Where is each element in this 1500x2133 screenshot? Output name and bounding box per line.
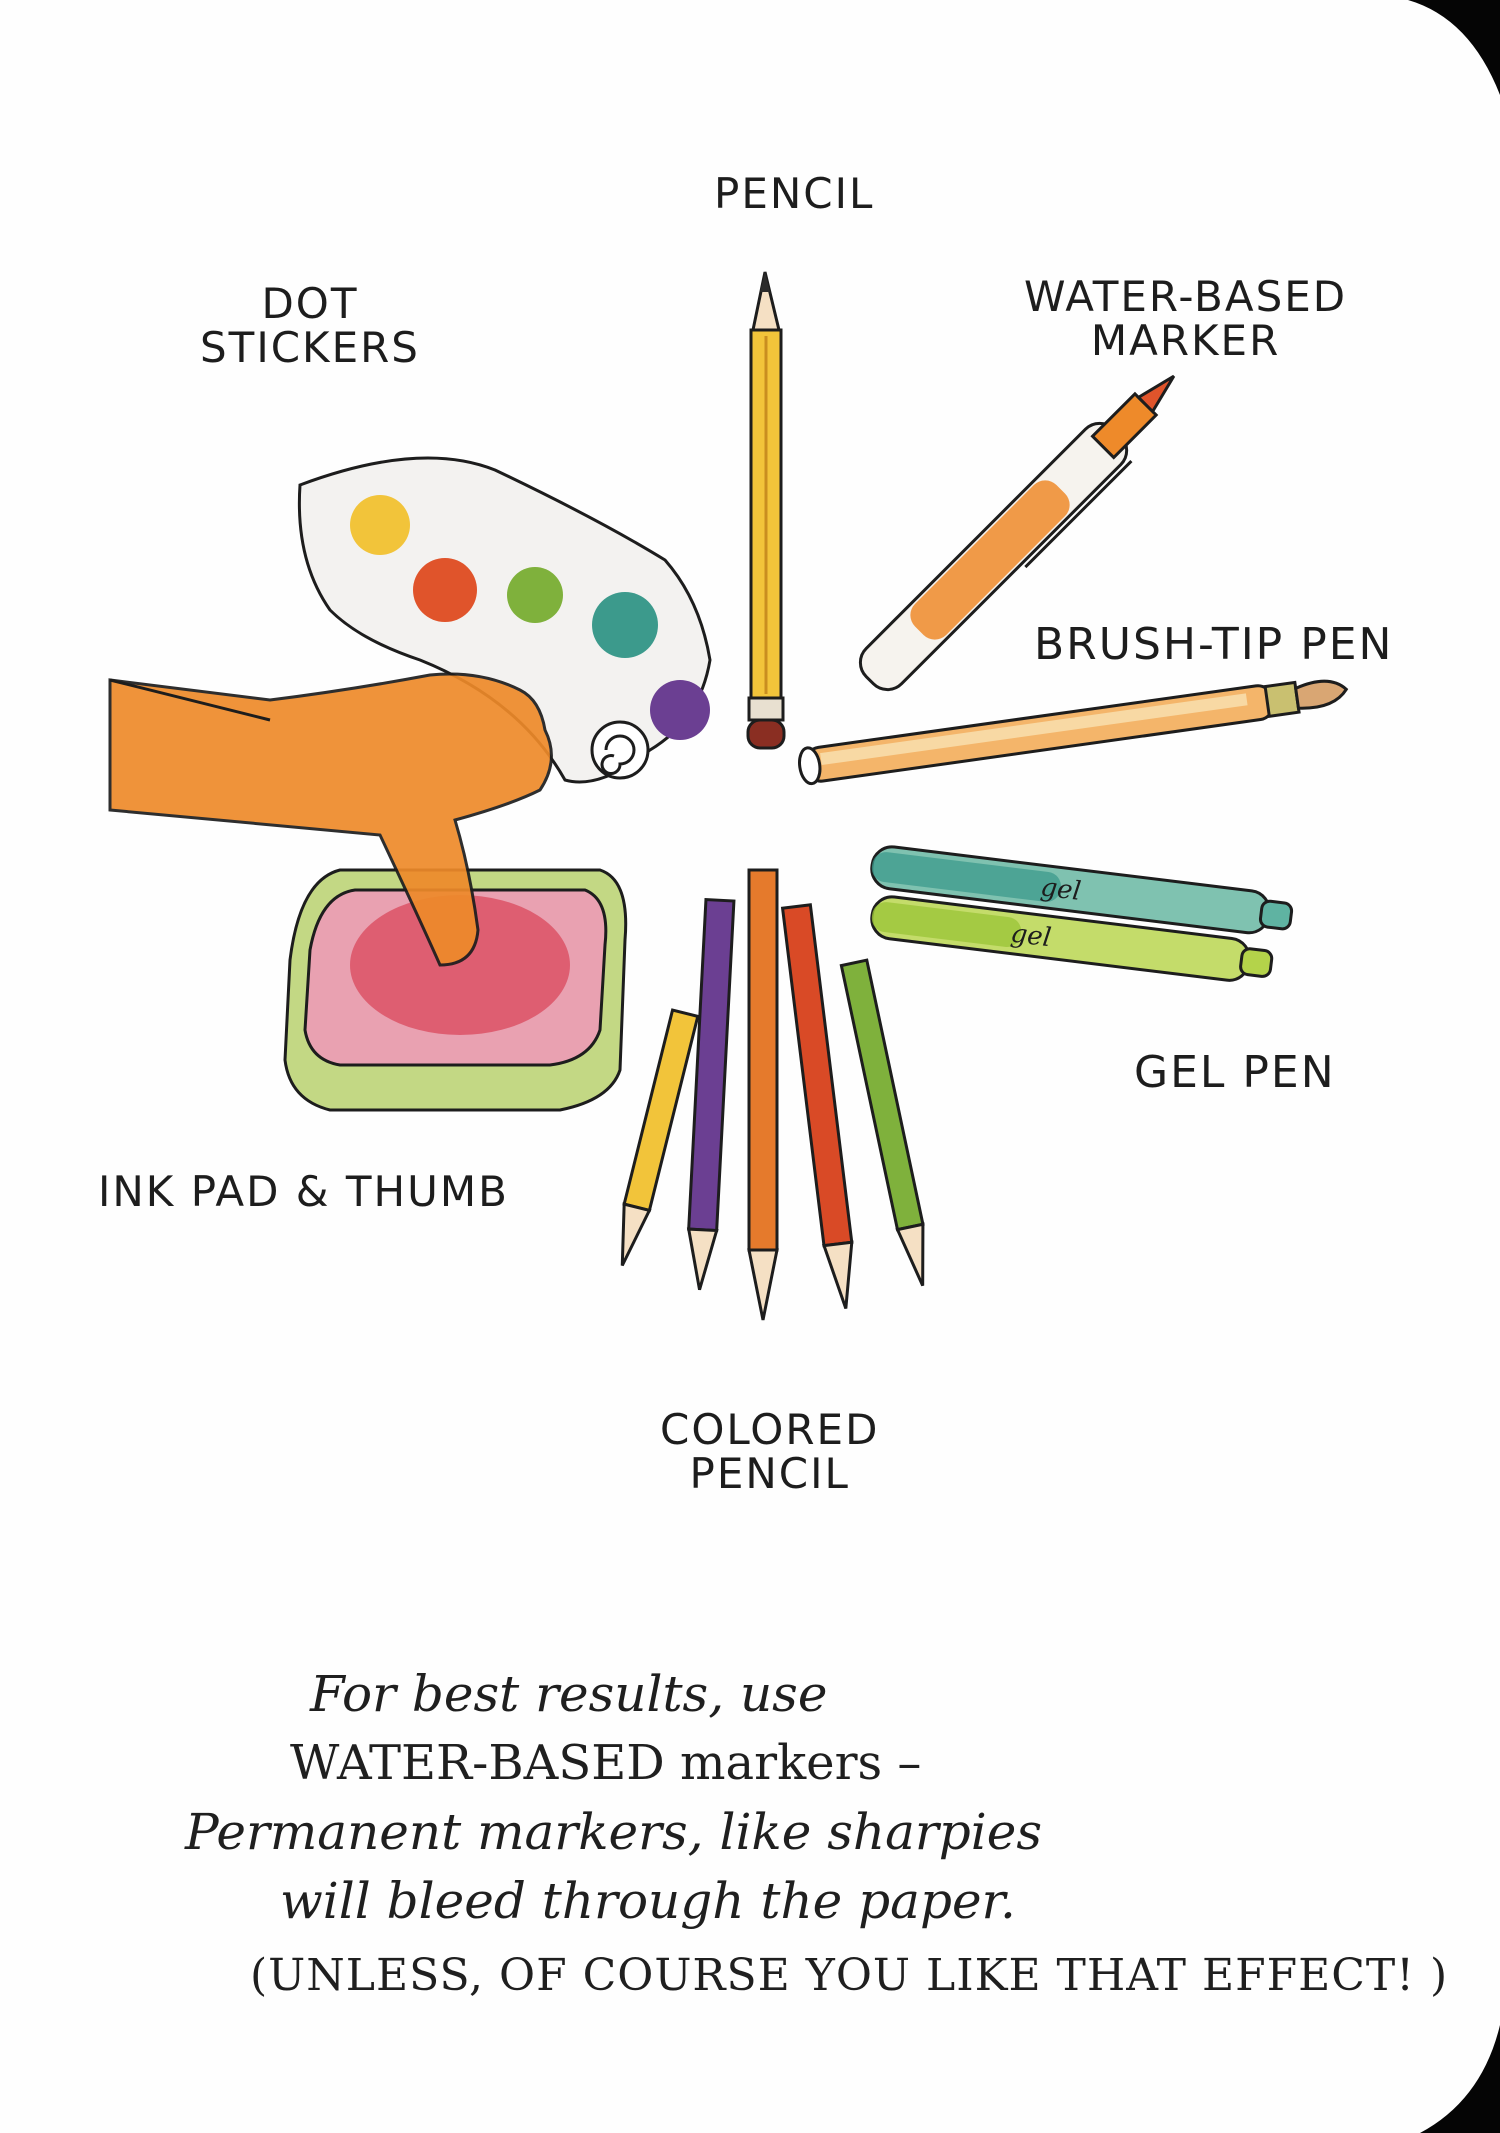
colored-pencil-yellow-illustration — [620, 1008, 700, 1267]
gel-pen-lime-label: gel — [1009, 919, 1053, 954]
page-corner-bottom-right — [1420, 2025, 1500, 2133]
ink-pad-illustration — [283, 868, 628, 1112]
colored-pencil-red-illustration — [780, 903, 854, 1309]
dot-stickers-illustration — [297, 456, 712, 784]
hand-thumb-illustration — [108, 672, 553, 967]
label-brush-tip-pen: BRUSH-TIP PEN — [1034, 619, 1394, 670]
page-corner-top-right — [1408, 0, 1500, 95]
gel-pen-teal-label: gel — [1039, 872, 1083, 907]
label-pencil: PENCIL — [714, 169, 875, 218]
note-line-2: WATER-BASED markers – — [290, 1735, 922, 1791]
label-gel-pen: GEL PEN — [1134, 1047, 1336, 1098]
pencil-illustration — [746, 271, 786, 750]
brush-tip-pen-illustration — [798, 679, 1349, 786]
label-dot-stickers: DOT STICKERS — [200, 279, 420, 373]
water-based-marker-illustration — [858, 374, 1176, 692]
colored-pencil-purple-illustration — [686, 897, 736, 1291]
label-ink-pad-thumb: INK PAD & THUMB — [98, 1167, 509, 1216]
label-water-based-marker: WATER-BASED MARKER — [1024, 272, 1348, 366]
label-colored-pencil: COLORED PENCIL — [660, 1405, 880, 1499]
note-line-3: Permanent markers, like sharpies — [185, 1803, 1043, 1861]
gel-pen-teal-illustration: gel — [870, 845, 1294, 935]
colored-pencil-green-illustration — [839, 958, 925, 1287]
note-line-4: will bleed through the paper. — [280, 1872, 1016, 1930]
gel-pen-lime-illustration: gel — [870, 895, 1274, 982]
note-line-1: For best results, use — [310, 1665, 828, 1723]
note-line-5: (UNLESS, OF COURSE YOU LIKE THAT EFFECT!… — [250, 1950, 1449, 2001]
colored-pencil-orange-illustration — [747, 868, 779, 1321]
